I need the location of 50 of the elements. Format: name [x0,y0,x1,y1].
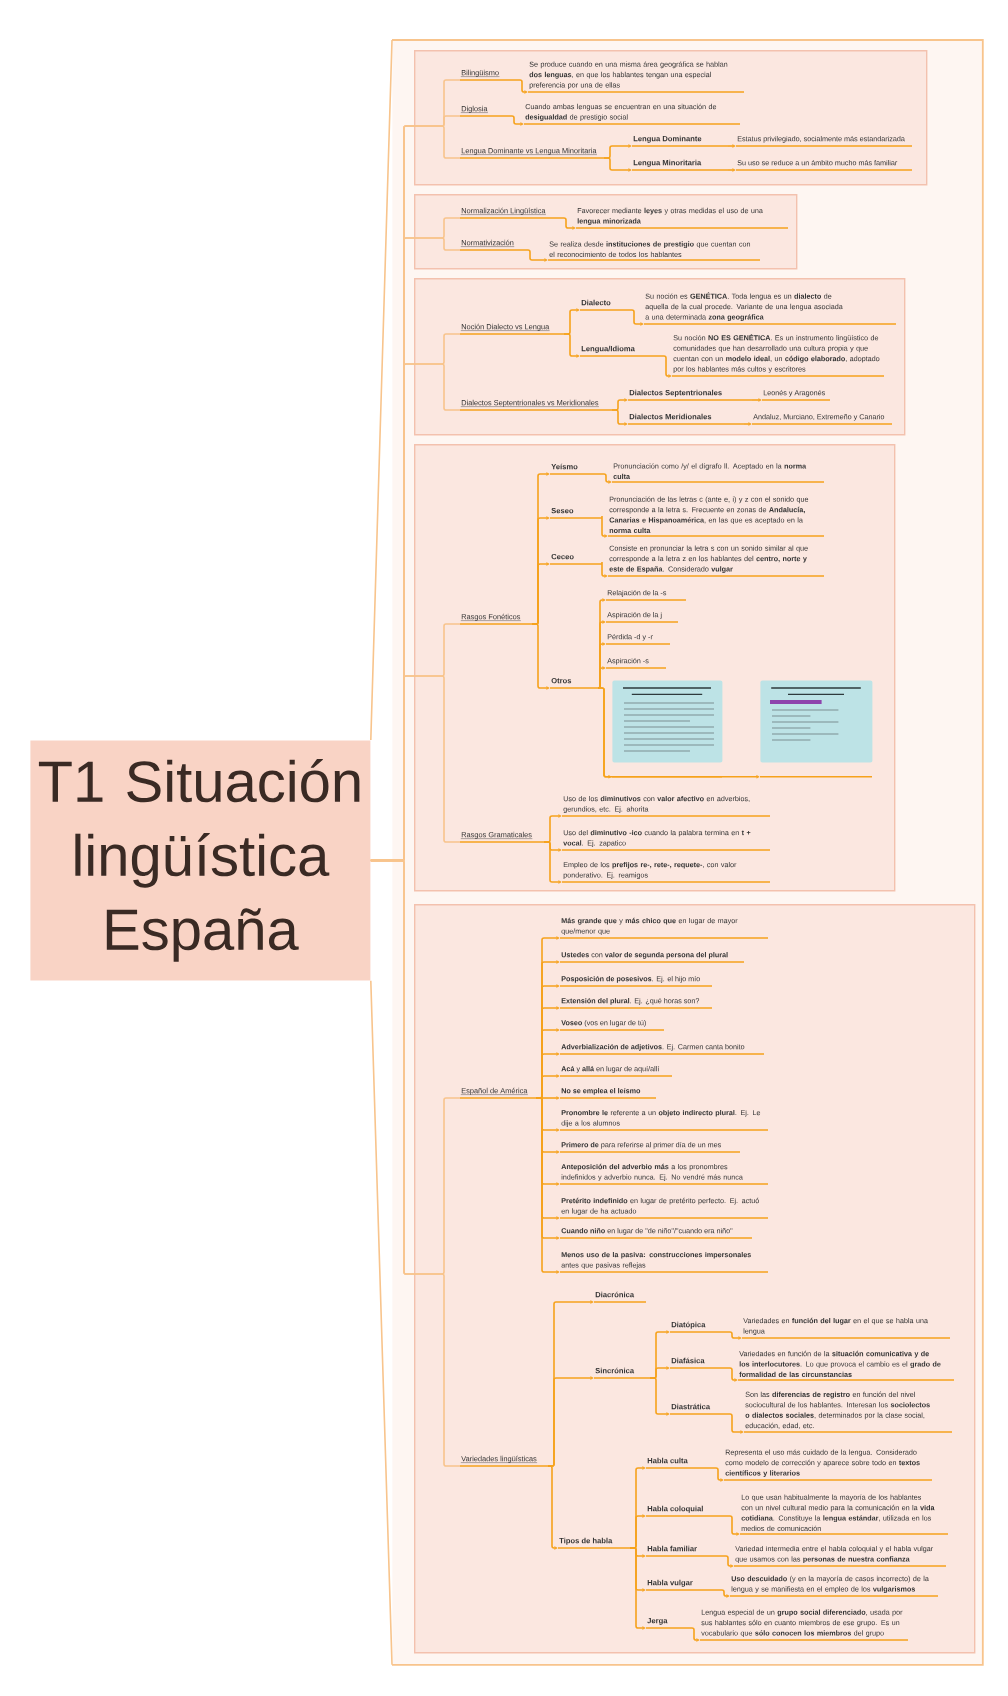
arrow [603,157,632,172]
topic-box: T1 Situación lingüística España [30,740,371,981]
group-panel [414,278,906,436]
arrow [627,309,644,326]
arrow [751,398,762,402]
arrow [649,1377,670,1416]
arrow [727,168,736,172]
arrow [543,841,562,884]
arrow [603,144,632,159]
arrow [531,562,550,625]
arrow [563,333,580,358]
arrow [629,1514,646,1549]
arrow [563,308,580,335]
arrow [531,623,550,690]
arrow [547,1376,594,1467]
arrow [717,1589,730,1598]
arrow [725,1413,744,1434]
arrow [649,1366,670,1379]
arrow [559,217,576,230]
arrow [523,249,548,262]
arrow [725,1331,742,1340]
arrow [713,1467,724,1482]
arrow [547,1465,558,1550]
arrow [535,1097,560,1274]
arrow [515,79,528,94]
arrow [659,355,672,378]
arrow [611,398,628,411]
arrow [611,409,628,426]
callout-line [370,39,393,1666]
arrow [535,1096,560,1100]
group-panel [414,50,928,186]
arrow [597,666,606,689]
arrow [725,1555,734,1568]
arrow [601,561,608,578]
arrow [601,515,608,538]
group-panel [414,904,976,1654]
arrow [597,687,760,779]
arrow [601,473,612,484]
arrow [629,1547,646,1630]
arrow [725,1367,738,1382]
screenshot-drawing [759,680,873,778]
arrow [543,814,562,843]
arrow [535,1074,560,1099]
arrow [507,115,524,126]
connector-line [370,859,461,1467]
arrow [743,422,752,426]
arrow [689,1627,700,1642]
arrow [725,1515,740,1536]
arrow [727,144,736,148]
group-panel [414,194,798,270]
